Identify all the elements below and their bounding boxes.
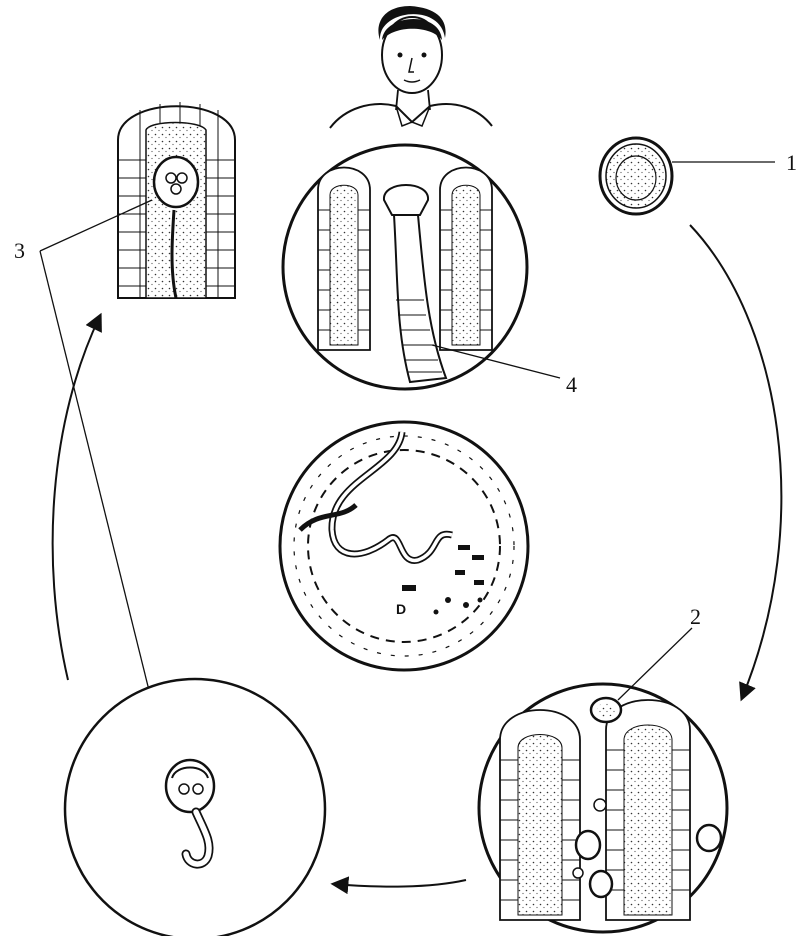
villus-with-cyst	[118, 102, 235, 298]
label-1: 1	[786, 150, 797, 175]
label-2: 2	[690, 604, 701, 629]
villi-with-eggs-circle	[479, 684, 727, 932]
human-head-icon	[330, 6, 492, 128]
leader-line-2	[618, 628, 692, 700]
label-4: 4	[566, 372, 577, 397]
arrow-larva-to-villus	[53, 316, 100, 680]
intestine-cross-section: D	[280, 422, 528, 670]
arrow-villi-to-larva	[334, 880, 466, 887]
egg-icon	[600, 138, 672, 214]
lumen-letter: D	[396, 601, 406, 617]
arrow-egg-to-villi	[690, 225, 781, 698]
scolex-attachment-circle	[283, 145, 527, 389]
larva-circle	[65, 679, 325, 936]
label-3: 3	[14, 238, 25, 263]
